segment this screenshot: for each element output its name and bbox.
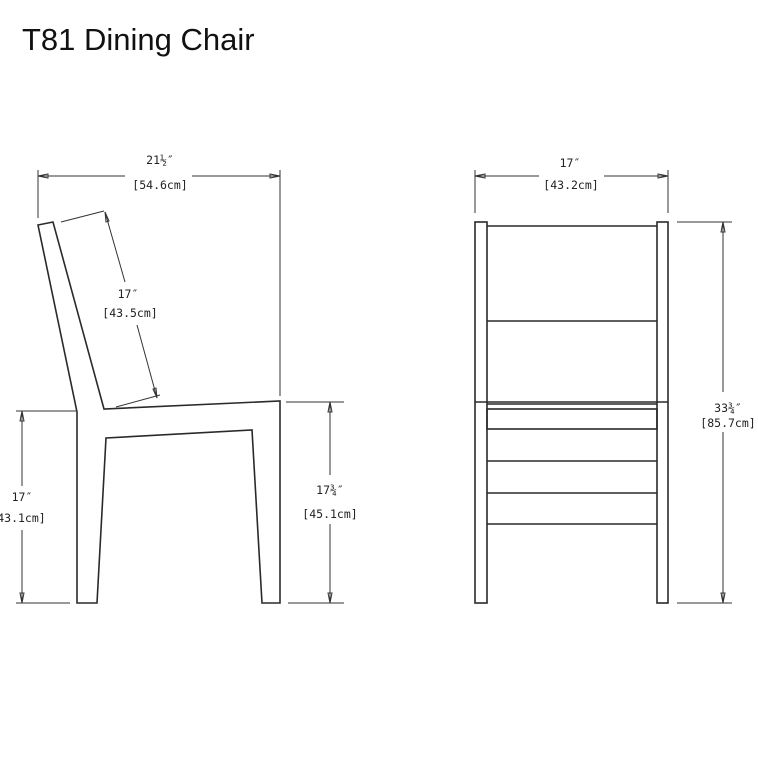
right-post: [656, 221, 669, 604]
front-height-metric: [45.1cm]: [302, 507, 357, 521]
dimension-rear-seat-height: 17″ [43.1cm]: [0, 410, 76, 604]
width-imperial: 17″: [560, 156, 581, 170]
backrest-imperial: 17″: [118, 287, 139, 301]
dimension-overall-depth: 21½″ [54.6cm]: [37, 153, 281, 396]
side-view: 21½″ [54.6cm] 17″ [43.5cm] 17″ [43.1cm]: [0, 153, 358, 604]
width-metric: [43.2cm]: [543, 178, 598, 192]
dimension-overall-width: 17″ [43.2cm]: [474, 156, 669, 213]
side-profile: [37, 221, 281, 604]
left-post: [474, 221, 488, 604]
dimension-overall-height: 33¾″ [85.7cm]: [677, 221, 756, 604]
rear-height-imperial: 17″: [12, 490, 33, 504]
page-title: T81 Dining Chair: [22, 22, 255, 57]
seat-board: [486, 408, 658, 430]
depth-metric: [54.6cm]: [132, 178, 187, 192]
height-imperial: 33¾″: [714, 401, 742, 415]
backrest-metric: [43.5cm]: [102, 306, 157, 320]
dimension-front-seat-height: 17¾″ [45.1cm]: [286, 401, 358, 604]
front-view: 17″ [43.2cm] 33¾″ [85.7cm]: [474, 156, 756, 604]
depth-imperial: 21½″: [146, 153, 174, 167]
dimension-backrest-height: 17″ [43.5cm]: [60, 210, 161, 408]
height-metric: [85.7cm]: [700, 416, 755, 430]
rear-height-metric: [43.1cm]: [0, 511, 46, 525]
front-height-imperial: 17¾″: [316, 483, 344, 497]
